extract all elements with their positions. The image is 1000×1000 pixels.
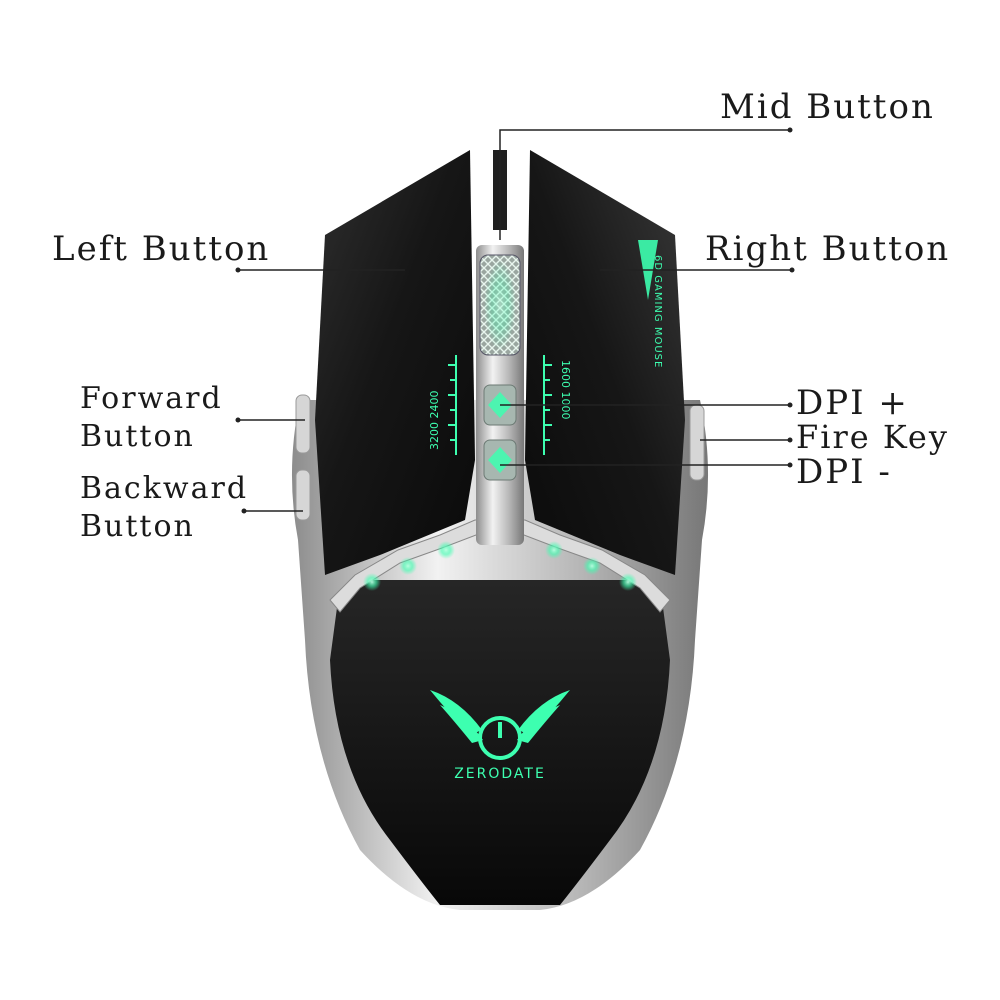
dpi-minus-button (483, 439, 517, 481)
dpi-scale-left (448, 355, 457, 455)
label-backward-line2: Button (80, 509, 195, 544)
leader-mid-button (499, 129, 790, 240)
label-mid-button: Mid Button (720, 87, 935, 127)
zerodate-logo: ZERODATE (430, 690, 570, 782)
label-right-button: Right Button (705, 229, 951, 269)
trim-leds (363, 541, 637, 591)
dpi-left-text: 3200 2400 (428, 391, 441, 451)
forward-side-button (295, 394, 311, 454)
leader-lines (238, 129, 792, 512)
label-dpi-minus: DPI - (796, 452, 892, 492)
fire-key-side (689, 404, 705, 481)
label-forward-line1: Forward (80, 381, 223, 416)
label-backward-line1: Backward (80, 471, 249, 506)
left-main-button (315, 150, 475, 575)
chrome-trim (329, 519, 671, 613)
dpi-right-text: 1600 1000 (559, 360, 572, 420)
label-forward-line2: Button (80, 419, 195, 454)
palm-rest (330, 580, 670, 905)
label-fire-key: Fire Key (796, 418, 949, 456)
brand-text: ZERODATE (454, 766, 546, 782)
gaming-mouse-side-text: 6D GAMING MOUSE (652, 255, 663, 368)
backward-side-button (295, 469, 311, 521)
label-backward-button: Backward Button (80, 470, 248, 546)
label-forward-button: Forward Button (80, 380, 223, 456)
label-dpi-plus: DPI + (796, 383, 909, 423)
leader-dots (235, 127, 795, 514)
label-left-button: Left Button (52, 229, 271, 269)
